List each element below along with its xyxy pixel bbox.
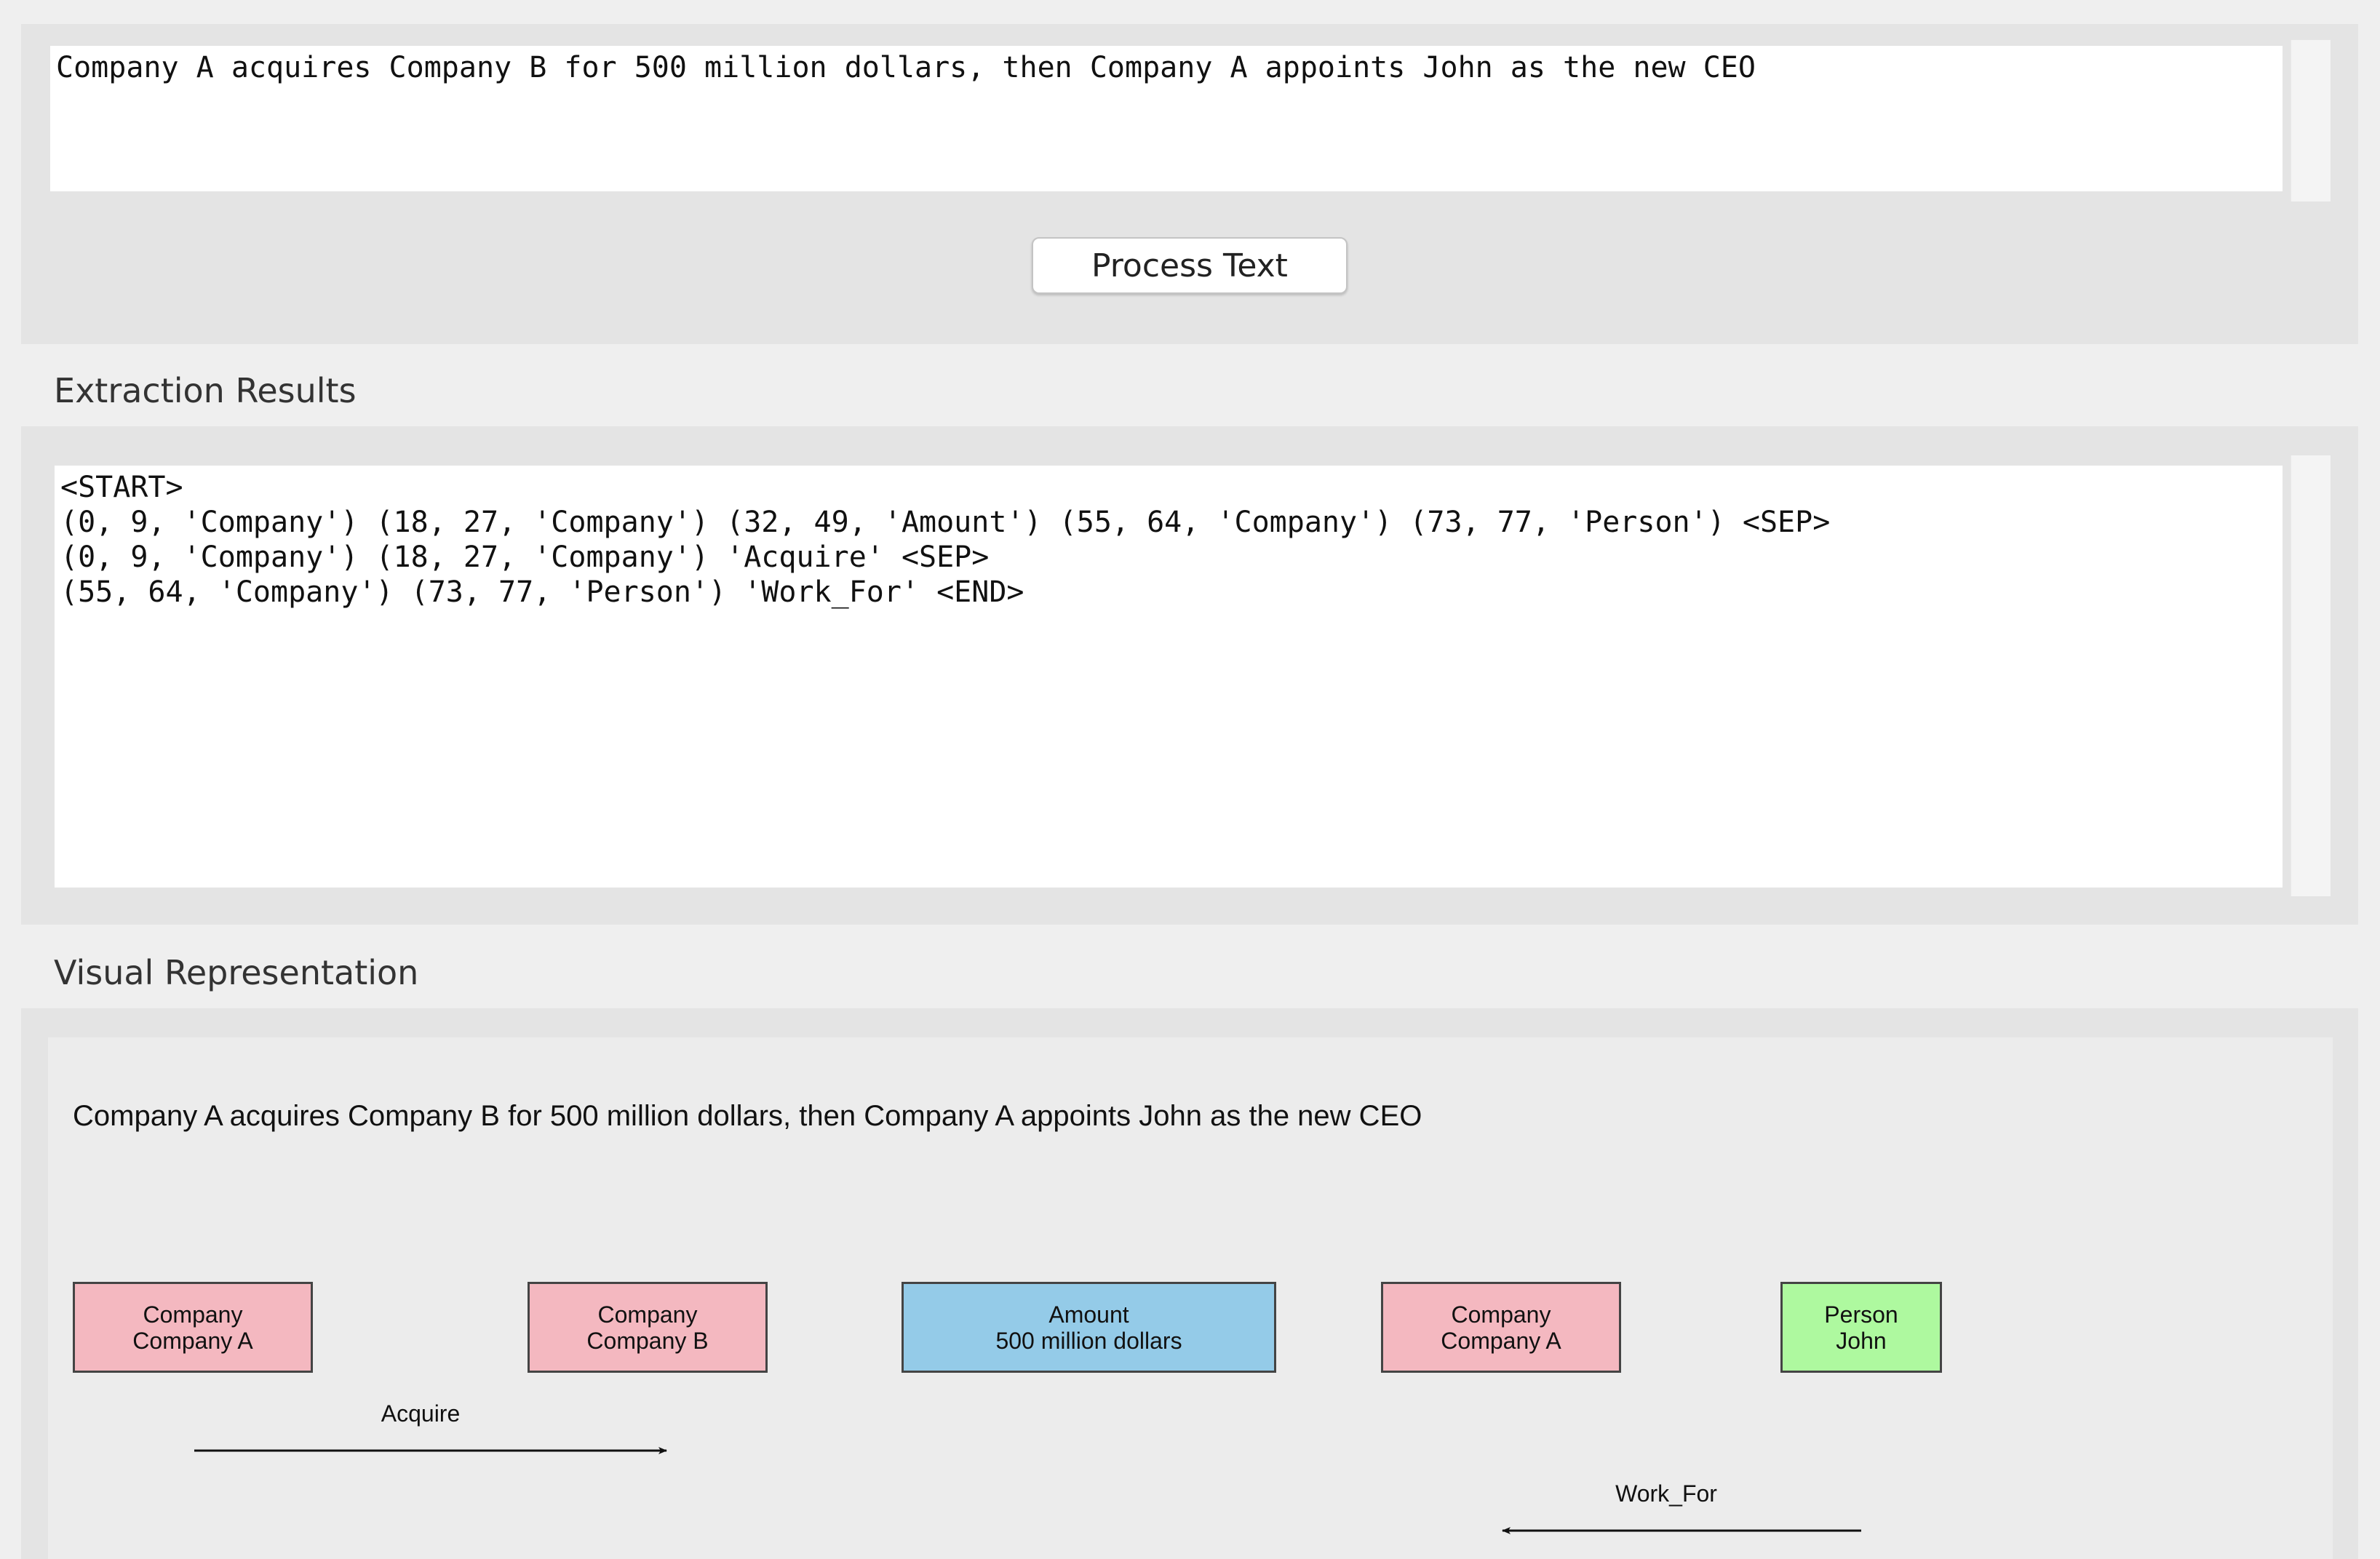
- results-panel: <START>(0, 9, 'Company') (18, 27, 'Compa…: [21, 426, 2358, 925]
- input-textarea[interactable]: Company A acquires Company B for 500 mil…: [50, 46, 2283, 191]
- visual-representation-heading: Visual Representation: [54, 953, 419, 992]
- results-line: (0, 9, 'Company') (18, 27, 'Company') 'A…: [60, 541, 990, 574]
- entity-box-company-b: Company Company B: [528, 1282, 768, 1373]
- entity-text: Company A: [132, 1327, 253, 1354]
- entity-box-person: Person John: [1780, 1282, 1942, 1373]
- visual-sentence: Company A acquires Company B for 500 mil…: [73, 1100, 1422, 1132]
- input-panel: Company A acquires Company B for 500 mil…: [21, 24, 2358, 344]
- results-line: (55, 64, 'Company') (73, 77, 'Person') '…: [60, 575, 1024, 609]
- process-text-button[interactable]: Process Text: [1032, 237, 1348, 294]
- entity-box-company-a: Company Company A: [73, 1282, 313, 1373]
- relation-label-acquire: Acquire: [381, 1400, 461, 1427]
- entity-text: Company B: [586, 1327, 709, 1354]
- entity-type: Company: [597, 1301, 698, 1328]
- entity-type: Company: [143, 1301, 243, 1328]
- visual-canvas: Company A acquires Company B for 500 mil…: [48, 1037, 2333, 1559]
- results-scrollbar[interactable]: [2290, 455, 2331, 896]
- extraction-results-heading: Extraction Results: [54, 371, 357, 410]
- entity-text: 500 million dollars: [995, 1327, 1182, 1354]
- results-line: (0, 9, 'Company') (18, 27, 'Company') (3…: [60, 506, 1831, 539]
- visual-panel: Company A acquires Company B for 500 mil…: [21, 1008, 2358, 1559]
- entity-box-company-a-second: Company Company A: [1381, 1282, 1621, 1373]
- entity-type: Person: [1824, 1301, 1898, 1328]
- entity-text: Company A: [1441, 1327, 1561, 1354]
- results-line: <START>: [60, 471, 183, 504]
- relation-label-work-for: Work_For: [1615, 1480, 1717, 1507]
- relations-diagram: Acquire Work_For: [194, 1400, 1861, 1534]
- entity-box-amount: Amount 500 million dollars: [902, 1282, 1276, 1373]
- results-textarea[interactable]: <START>(0, 9, 'Company') (18, 27, 'Compa…: [55, 466, 2283, 888]
- entity-type: Amount: [1048, 1301, 1129, 1328]
- input-scrollbar[interactable]: [2290, 40, 2331, 202]
- entity-text: John: [1836, 1327, 1887, 1354]
- entity-type: Company: [1451, 1301, 1551, 1328]
